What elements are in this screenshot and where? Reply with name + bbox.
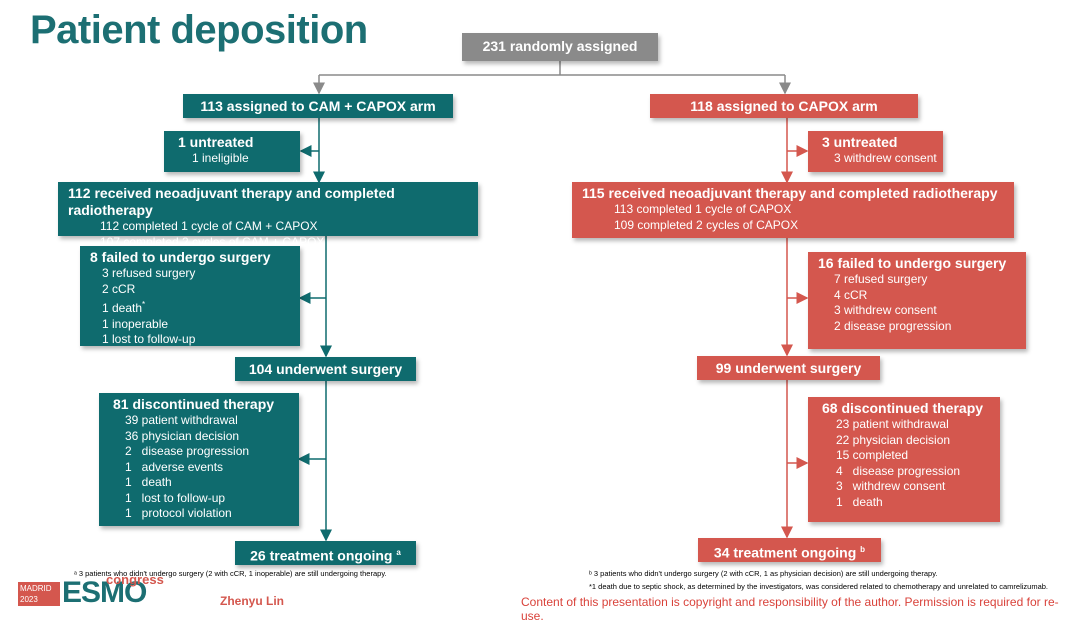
left-failed-line: 1 death xyxy=(102,301,143,315)
left-disc-line: 1 death xyxy=(125,475,172,489)
left-untreated-box: 1 untreated 1 ineligible xyxy=(164,131,300,172)
right-ongoing-label: 34 treatment ongoing xyxy=(713,544,857,561)
right-neo-head: 115 received neoadjuvant therapy and com… xyxy=(582,185,998,201)
author-name: Zhenyu Lin xyxy=(220,594,284,608)
right-neo-box: 115 received neoadjuvant therapy and com… xyxy=(572,182,1014,238)
right-failed-line: 4 cCR xyxy=(834,287,868,302)
logo-word: congress xyxy=(106,572,164,587)
right-failed-line: 7 refused surgery xyxy=(834,272,928,286)
footnote-star: *1 death due to septic shock, as determi… xyxy=(589,582,1049,591)
right-disc-line: 3 withdrew consent xyxy=(836,479,946,493)
left-untreated-head: 1 untreated xyxy=(178,134,254,150)
right-untreated-head: 3 untreated xyxy=(822,134,898,150)
copyright-notice: Content of this presentation is copyrigh… xyxy=(521,595,1059,623)
right-ongoing-box: 34 treatment ongoing b xyxy=(698,538,881,562)
left-surgery-box: 104 underwent surgery xyxy=(235,357,416,381)
left-failed-line: 1 inoperable xyxy=(102,316,169,331)
left-disc-box: 81 discontinued therapy 39 patient withd… xyxy=(99,393,299,526)
right-failed-line: 3 withdrew consent xyxy=(834,303,937,317)
left-surgery-label: 104 underwent surgery xyxy=(248,361,403,377)
death-footnote-mark: * xyxy=(142,300,146,309)
left-neo-head: 112 received neoadjuvant therapy and com… xyxy=(68,185,395,218)
page-title: Patient deposition xyxy=(30,8,368,52)
right-ongoing-mark: b xyxy=(860,545,866,554)
right-disc-line: 22 physician decision xyxy=(836,432,951,447)
right-failed-line: 2 disease progression xyxy=(834,318,952,333)
right-disc-line: 4 disease progression xyxy=(836,463,961,478)
left-failed-line: 1 lost to follow-up xyxy=(102,332,196,346)
left-neo-line: 107 completed 2 cycles of CAM + CAPOX xyxy=(100,234,325,249)
left-neo-box: 112 received neoadjuvant therapy and com… xyxy=(58,182,478,249)
right-failed-head: 16 failed to undergo surgery xyxy=(818,255,1007,271)
right-arm-box: 118 assigned to CAPOX arm xyxy=(650,94,918,118)
left-failed-line: 3 refused surgery xyxy=(102,266,196,280)
left-disc-line: 2 disease progression xyxy=(125,444,250,458)
right-disc-line: 15 completed xyxy=(836,448,909,462)
right-surgery-box: 99 underwent surgery xyxy=(697,356,880,380)
left-untreated-line: 1 ineligible xyxy=(192,151,249,165)
left-ongoing-box: 26 treatment ongoing a xyxy=(235,541,416,565)
left-ongoing-mark: a xyxy=(396,548,401,557)
right-untreated-box: 3 untreated 3 withdrew consent xyxy=(808,131,943,172)
logo-badge: MADRID 2023 xyxy=(18,582,60,606)
left-disc-line: 39 patient withdrawal xyxy=(125,413,238,427)
logo-brand: ESMO xyxy=(62,576,147,609)
logo-year: 2023 xyxy=(20,595,38,604)
footnote-a: ᵃ 3 patients who didn't undergo surgery … xyxy=(74,569,387,578)
left-disc-line: 1 lost to follow-up xyxy=(125,490,226,505)
right-neo-line: 109 completed 2 cycles of CAPOX xyxy=(614,217,799,232)
left-disc-line: 1 adverse events xyxy=(125,459,224,474)
right-failed-box: 16 failed to undergo surgery 7 refused s… xyxy=(808,252,1026,349)
left-disc-line: 1 protocol violation xyxy=(125,506,232,520)
right-surgery-label: 99 underwent surgery xyxy=(715,360,862,376)
logo-city: MADRID xyxy=(20,584,52,593)
left-disc-head: 81 discontinued therapy xyxy=(113,396,275,412)
right-disc-head: 68 discontinued therapy xyxy=(822,400,984,416)
randomized-box: 231 randomly assigned xyxy=(462,33,658,61)
left-failed-head: 8 failed to undergo surgery xyxy=(90,249,271,265)
left-arm-label: 113 assigned to CAM + CAPOX arm xyxy=(200,98,436,114)
footnote-b: ᵇ 3 patients who didn't undergo surgery … xyxy=(589,569,938,578)
left-failed-box: 8 failed to undergo surgery 3 refused su… xyxy=(80,246,300,346)
right-neo-line: 113 completed 1 cycle of CAPOX xyxy=(614,202,792,216)
randomized-label: 231 randomly assigned xyxy=(482,38,638,54)
left-ongoing-label: 26 treatment ongoing xyxy=(250,547,393,564)
left-neo-line: 112 completed 1 cycle of CAM + CAPOX xyxy=(100,219,318,233)
right-disc-line: 1 death xyxy=(836,494,883,509)
right-arm-label: 118 assigned to CAPOX arm xyxy=(690,98,878,114)
right-disc-line: 23 patient withdrawal xyxy=(836,417,949,431)
left-failed-death-row: 1 death* xyxy=(90,297,290,317)
left-failed-line: 2 cCR xyxy=(102,281,136,296)
right-untreated-line: 3 withdrew consent xyxy=(834,151,937,165)
left-disc-line: 36 physician decision xyxy=(125,428,240,443)
right-disc-box: 68 discontinued therapy 23 patient withd… xyxy=(808,397,1000,522)
left-arm-box: 113 assigned to CAM + CAPOX arm xyxy=(183,94,453,118)
